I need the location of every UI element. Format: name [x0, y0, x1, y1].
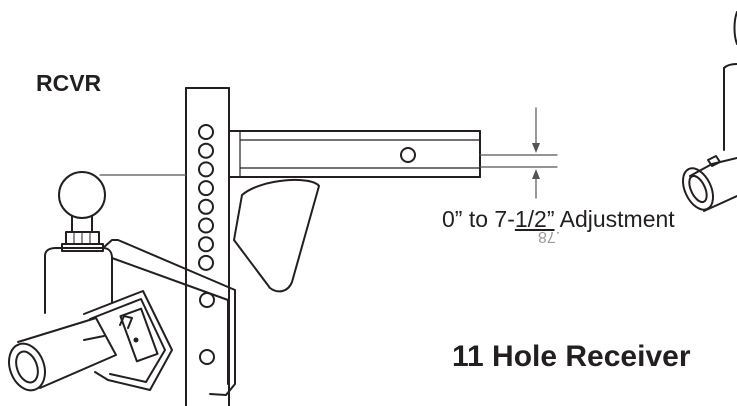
- dimension-lines: [99, 107, 558, 199]
- dimension-arrow-up: [532, 169, 540, 179]
- receiver-holes: [198, 124, 214, 271]
- receiver-hole: [198, 142, 214, 159]
- receiver-hole: [198, 161, 214, 178]
- shank-pin-hole: [400, 147, 416, 163]
- vertical-receiver-bar: [185, 87, 230, 406]
- dimension-arrow-down: [532, 143, 540, 153]
- second-hitch-view: [681, 11, 737, 212]
- adjustment-suffix: Adjustment: [554, 206, 675, 232]
- offset-dimension-label: .78: [538, 228, 561, 245]
- adjustment-prefix: 0” to 7-: [442, 206, 515, 232]
- mount-pin-hole-upper: [199, 292, 215, 308]
- model-label: RCVR: [36, 70, 102, 96]
- receiver-hole: [198, 180, 214, 197]
- receiver-hole: [198, 198, 214, 215]
- hitch-ball: [58, 171, 106, 252]
- adjustment-range-label: 0” to 7-1/2” Adjustment: [442, 206, 675, 233]
- receiver-hole: [198, 124, 214, 140]
- receiver-hole: [198, 217, 214, 234]
- ball-mount-body: [44, 239, 236, 396]
- receiver-hole: [198, 254, 214, 271]
- receiver-hole: [198, 236, 214, 253]
- tow-hook-assembly: [8, 290, 173, 392]
- horizontal-shank: [228, 130, 481, 178]
- mount-pin-hole-lower: [199, 349, 215, 365]
- drawing-title: 11 Hole Receiver: [452, 340, 691, 373]
- shank-gusset: [233, 178, 320, 293]
- adjustment-fraction: 1/2”: [514, 206, 555, 232]
